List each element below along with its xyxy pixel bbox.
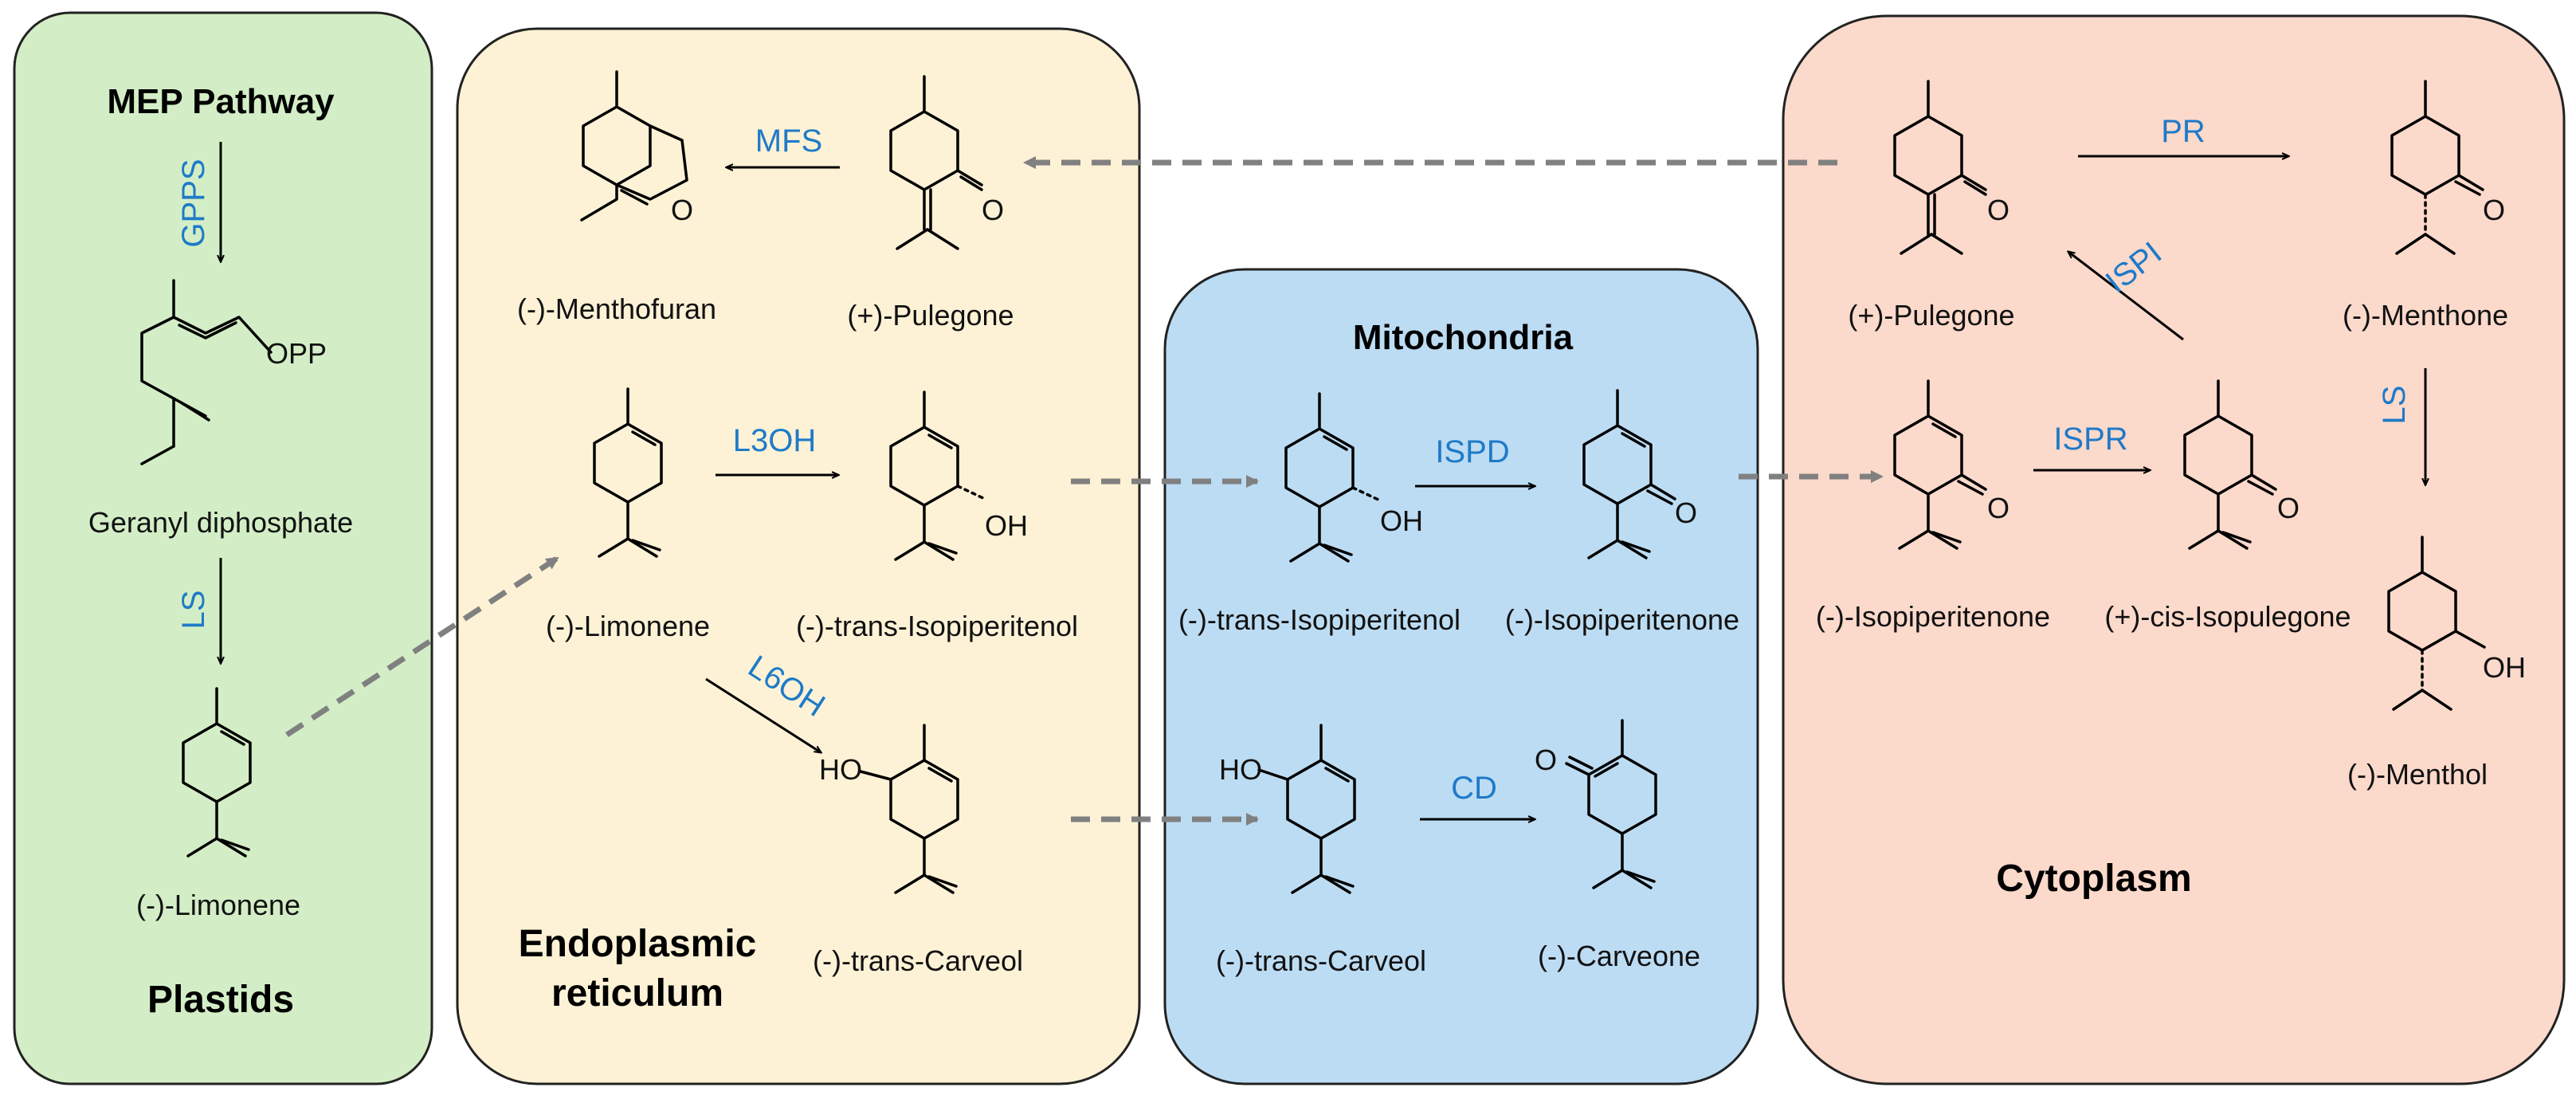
isopiperitenol-label-mito: (-)-trans-Isopiperitenol xyxy=(1178,603,1461,636)
isopiperitenol-structure-mito xyxy=(1284,392,1382,563)
pulegone-structure-er xyxy=(889,75,983,250)
geranyl-diphosphate-structure xyxy=(140,279,272,465)
isopiperitenone-o-label-mito: O xyxy=(1675,497,1697,529)
isopulegone-o-label-cyto: O xyxy=(2277,492,2300,524)
er-title-line1: Endoplasmic xyxy=(519,923,757,965)
limonene-structure-plastid xyxy=(182,687,252,858)
mfs-enzyme-label: MFS xyxy=(755,124,822,159)
isopulegone-structure-cyto xyxy=(2183,379,2277,550)
menthone-o-label-cyto: O xyxy=(2483,194,2505,226)
plastids-title: Plastids xyxy=(147,979,294,1021)
isopiperitenol-oh-label-mito: OH xyxy=(1380,504,1423,537)
cytoplasm-title: Cytoplasm xyxy=(1996,858,2191,900)
carveol-structure-mito xyxy=(1257,724,1356,894)
menthofuran-structure xyxy=(580,70,688,222)
carveol-label-er: (-)-trans-Carveol xyxy=(813,944,1023,977)
ls-enzyme-label-plastid: LS xyxy=(176,591,211,630)
ispr-enzyme-label: ISPR xyxy=(2053,422,2127,457)
menthofuran-o-label: O xyxy=(671,194,693,226)
menthol-structure-cyto xyxy=(2387,536,2486,711)
carveol-ho-label-mito: HO xyxy=(1219,753,1262,786)
carveol-ho-label-er: HO xyxy=(819,753,862,786)
pulegone-structure-cyto xyxy=(1893,80,1987,255)
transport-arrow-limonene xyxy=(285,555,559,737)
opp-label: OPP xyxy=(266,337,327,370)
ispd-enzyme-label: ISPD xyxy=(1435,434,1509,469)
isopiperitenone-label-cyto: (-)-Isopiperitenone xyxy=(1816,600,2050,633)
pr-enzyme-label: PR xyxy=(2161,114,2205,149)
er-title-line2: reticulum xyxy=(551,972,723,1015)
isopiperitenol-oh-label-er: OH xyxy=(985,509,1028,542)
menthol-oh-label-cyto: OH xyxy=(2483,651,2526,684)
carveone-o-label-mito: O xyxy=(1535,744,1557,776)
pulegone-o-label-cyto: O xyxy=(1987,194,2009,226)
plastids-compartment xyxy=(13,11,433,1085)
limonene-structure-er xyxy=(593,387,663,558)
limonene-label-plastid: (-)-Limonene xyxy=(136,889,300,921)
isopiperitenone-structure-mito xyxy=(1582,389,1676,559)
isopiperitenone-o-label-cyto: O xyxy=(1987,492,2009,524)
isopiperitenone-label-mito: (-)-Isopiperitenone xyxy=(1505,603,1739,636)
carveol-structure-er xyxy=(859,724,959,894)
cytoplasm-compartment xyxy=(1782,14,2566,1085)
l6oh-reaction-arrow xyxy=(705,677,821,752)
isopulegone-label-cyto: (+)-cis-Isopulegone xyxy=(2104,600,2351,633)
isopiperitenol-label-er: (-)-trans-Isopiperitenol xyxy=(796,610,1078,642)
menthofuran-label: (-)-Menthofuran xyxy=(517,292,716,325)
pulegone-label-cyto: (+)-Pulegone xyxy=(1848,299,2014,332)
pulegone-label-er: (+)-Pulegone xyxy=(847,299,1014,332)
er-compartment xyxy=(456,27,1141,1085)
isopiperitenol-structure-er xyxy=(889,391,986,561)
l3oh-enzyme-label: L3OH xyxy=(733,423,817,458)
geranyl-diphosphate-label: Geranyl diphosphate xyxy=(88,506,353,539)
menthol-label-cyto: (-)-Menthol xyxy=(2347,758,2488,791)
isopiperitenone-structure-cyto xyxy=(1893,379,1987,550)
menthone-structure-cyto xyxy=(2390,80,2484,255)
carveol-label-mito: (-)-trans-Carveol xyxy=(1216,944,1426,977)
limonene-label-er: (-)-Limonene xyxy=(546,610,710,642)
ls-enzyme-label-cyto: LS xyxy=(2377,386,2412,425)
mep-pathway-title: MEP Pathway xyxy=(107,82,335,121)
ispi-reaction-arrow xyxy=(2068,252,2184,341)
cd-enzyme-label: CD xyxy=(1451,771,1497,806)
gpps-enzyme-label: GPPS xyxy=(176,159,211,247)
mitochondria-title: Mitochondria xyxy=(1353,318,1574,357)
menthone-label-cyto: (-)-Menthone xyxy=(2343,299,2508,332)
carveone-label-mito: (-)-Carveone xyxy=(1538,940,1700,972)
carveone-structure-mito xyxy=(1565,719,1657,889)
pulegone-o-label-er: O xyxy=(982,194,1004,226)
